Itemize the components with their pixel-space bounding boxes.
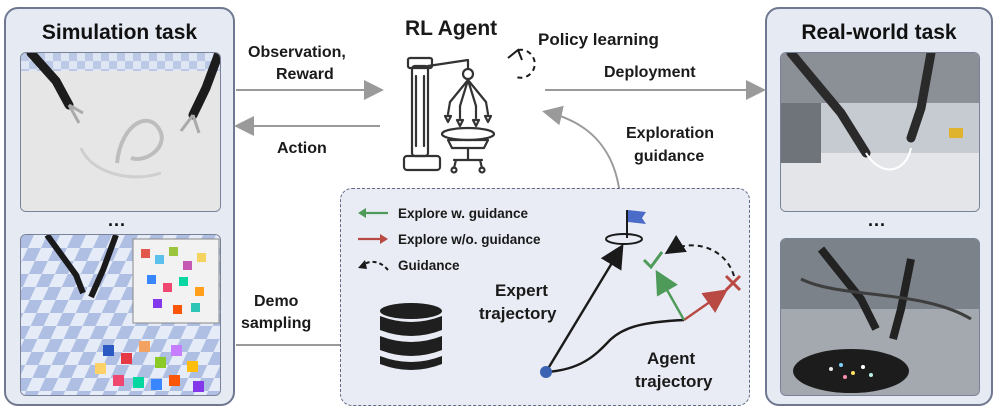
legend-label: Explore w/o. guidance: [398, 231, 541, 247]
failure-x-icon: [724, 274, 742, 292]
trajectory-diagram: [540, 210, 742, 378]
goal-flag-icon: [628, 210, 646, 224]
database-icon: [380, 303, 442, 370]
dashed-arrow-icon: [358, 260, 389, 271]
agent-trajectory-label-line1: Agent: [647, 349, 696, 368]
real-world-cubes-image: [780, 238, 980, 396]
rl-agent-title: RL Agent: [405, 17, 498, 40]
explore-with-guidance-arrow: [655, 269, 686, 321]
demo-label-line1: Demo: [254, 293, 299, 310]
guidance-dashed-arrow: [664, 234, 735, 277]
real-world-suture-image: [780, 52, 980, 212]
real-world-suture-scene: [781, 53, 979, 211]
simulation-ellipsis: ...: [108, 210, 127, 230]
demo-label-line2: sampling: [241, 315, 312, 332]
expert-trajectory-label-line2: trajectory: [479, 304, 557, 323]
action-label: Action: [277, 140, 327, 157]
legend-label: Guidance: [398, 257, 460, 273]
simulation-cubes-image: [20, 234, 221, 396]
observation-label: Observation,: [248, 44, 346, 61]
start-point: [540, 366, 552, 378]
legend-explore-with-guidance: Explore w. guidance: [356, 203, 528, 223]
legend-label: Explore w. guidance: [398, 205, 529, 221]
reward-label: Reward: [276, 66, 334, 83]
explore-without-guidance-arrow: [683, 289, 728, 321]
policy-loop-arrow: [507, 48, 536, 79]
real-world-task-title: Real-world task: [801, 21, 957, 44]
deployment-label: Deployment: [604, 64, 696, 81]
expert-trajectory-line: [544, 243, 624, 373]
exploration-guidance-arrow: [542, 105, 621, 196]
legend-explore-without-guidance: Explore w/o. guidance: [356, 229, 541, 249]
goal-ring: [605, 233, 643, 245]
agent-trajectory-label-line2: trajectory: [635, 372, 713, 391]
green-arrow-icon: [358, 208, 388, 218]
success-check-icon: [642, 251, 664, 270]
simulation-suture-scene: [21, 53, 220, 211]
surgical-robot-icon: [402, 56, 496, 174]
simulation-task-title: Simulation task: [41, 21, 198, 44]
exploration-label-line1: Exploration: [626, 125, 715, 142]
cube-cluster-inset: [141, 247, 206, 314]
real-world-ellipsis: ...: [868, 210, 887, 230]
policy-learning-label: Policy learning: [538, 30, 659, 49]
real-world-cubes-scene: [781, 239, 979, 395]
exploration-label-line2: guidance: [634, 148, 705, 165]
simulation-suture-image: [20, 52, 221, 212]
agent-trajectory-line: [545, 318, 685, 374]
expert-trajectory-label-line1: Expert: [495, 281, 548, 300]
simulation-cubes-scene: [21, 235, 220, 395]
legend-guidance: Guidance: [356, 255, 460, 275]
cube-cluster-floor: [95, 341, 204, 392]
red-arrow-icon: [358, 234, 388, 244]
